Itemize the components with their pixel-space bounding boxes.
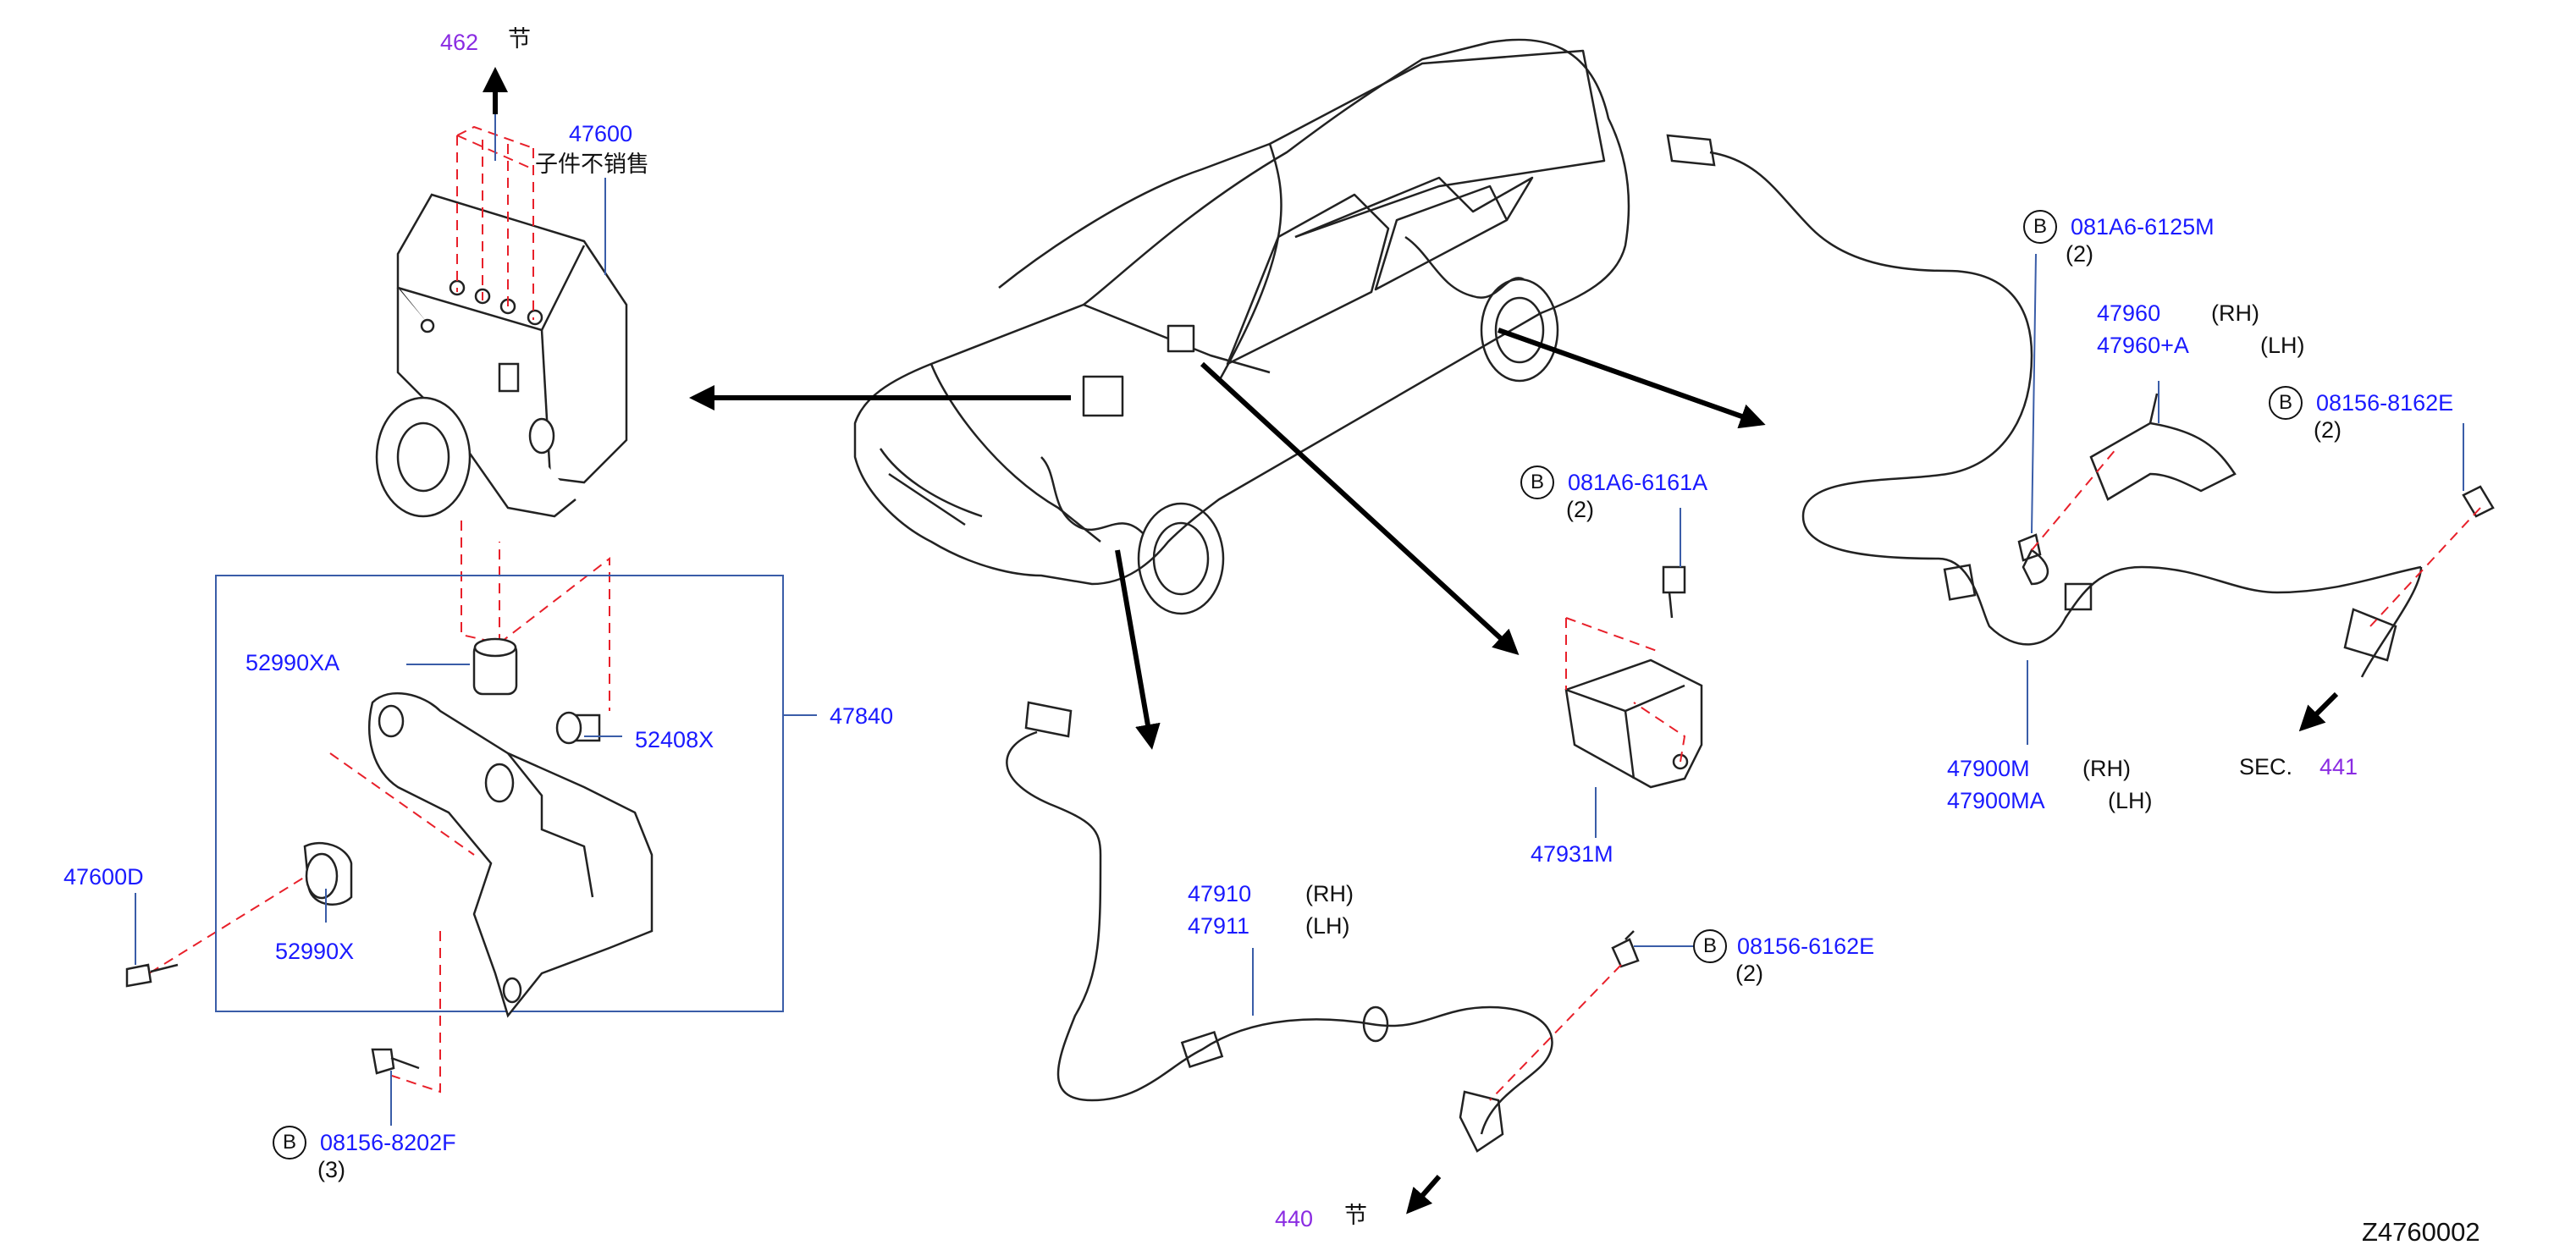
lh-47911: (LH)	[1305, 913, 1350, 939]
part-label-52408x[interactable]: 52408X	[635, 727, 714, 752]
qty-08156-8162e: (2)	[2314, 417, 2342, 443]
part-label-47900m[interactable]: 47900M	[1947, 756, 2030, 781]
qty-081a6-6125m: (2)	[2066, 241, 2093, 267]
part-label-08156-8202f[interactable]: 08156-8202F	[320, 1130, 456, 1155]
section-ref-462[interactable]: 462	[440, 30, 479, 55]
part-label-47840[interactable]: 47840	[830, 703, 894, 729]
part-label-47600d[interactable]: 47600D	[63, 864, 144, 890]
diagram-id: Z4760002	[2362, 1217, 2480, 1247]
part-label-47600[interactable]: 47600	[569, 121, 633, 146]
rh-47960: (RH)	[2211, 300, 2259, 326]
part-label-08156-8162e[interactable]: 08156-8162E	[2316, 390, 2454, 416]
rear-wheel-sensor	[1666, 134, 2495, 678]
section-ref-440-suffix: 节	[1344, 1203, 1367, 1228]
qty-08156-8202f: (3)	[317, 1157, 345, 1182]
part-label-47900ma[interactable]: 47900MA	[1947, 788, 2045, 813]
section-ref-label: SEC.	[2239, 754, 2293, 779]
circled-b-icon: B	[1693, 929, 1727, 963]
part-label-08156-6162e[interactable]: 08156-6162E	[1737, 934, 1875, 959]
rh-47910: (RH)	[1305, 881, 1354, 906]
qty-081a6-6161a: (2)	[1566, 497, 1594, 522]
part-label-47960[interactable]: 47960	[2097, 300, 2161, 326]
circled-b-icon: B	[273, 1126, 306, 1160]
actuator-note: 子件不销售	[535, 151, 649, 177]
part-label-47960-a[interactable]: 47960+A	[2097, 333, 2189, 358]
part-label-52990x[interactable]: 52990X	[275, 939, 355, 964]
rear-sensor-dashed	[2031, 448, 2481, 627]
part-label-47931m[interactable]: 47931M	[1531, 841, 1613, 867]
abs-actuator	[375, 193, 628, 518]
section-ref-441[interactable]: 441	[2320, 754, 2358, 779]
front-sensor-dashed	[1489, 964, 1622, 1101]
lh-47960-a: (LH)	[2260, 333, 2305, 358]
part-label-081a6-6161a[interactable]: 081A6-6161A	[1568, 470, 1708, 495]
section-ref-440[interactable]: 440	[1275, 1206, 1314, 1231]
section-ref-462-suffix: 节	[508, 26, 531, 52]
circled-b-icon: B	[1520, 465, 1554, 499]
part-label-47911[interactable]: 47911	[1188, 913, 1250, 939]
vehicle-outline	[853, 38, 1630, 615]
part-label-081a6-6125m[interactable]: 081A6-6125M	[2071, 214, 2215, 240]
bracket-assembly-box	[215, 575, 784, 1012]
circled-b-icon: B	[2269, 386, 2303, 420]
bracket-assembly	[125, 637, 654, 1075]
part-label-52990xa[interactable]: 52990XA	[245, 650, 340, 675]
leader-lines	[135, 114, 2464, 1126]
rh-47900m: (RH)	[2082, 756, 2131, 781]
front-wheel-sensor	[1006, 701, 1640, 1153]
part-label-47910[interactable]: 47910	[1188, 881, 1252, 906]
direction-arrows	[483, 67, 2339, 1215]
qty-08156-6162e: (2)	[1735, 961, 1763, 986]
lh-47900ma: (LH)	[2108, 788, 2153, 813]
yaw-dashed	[1565, 617, 1686, 763]
circled-b-icon: B	[2023, 210, 2057, 244]
